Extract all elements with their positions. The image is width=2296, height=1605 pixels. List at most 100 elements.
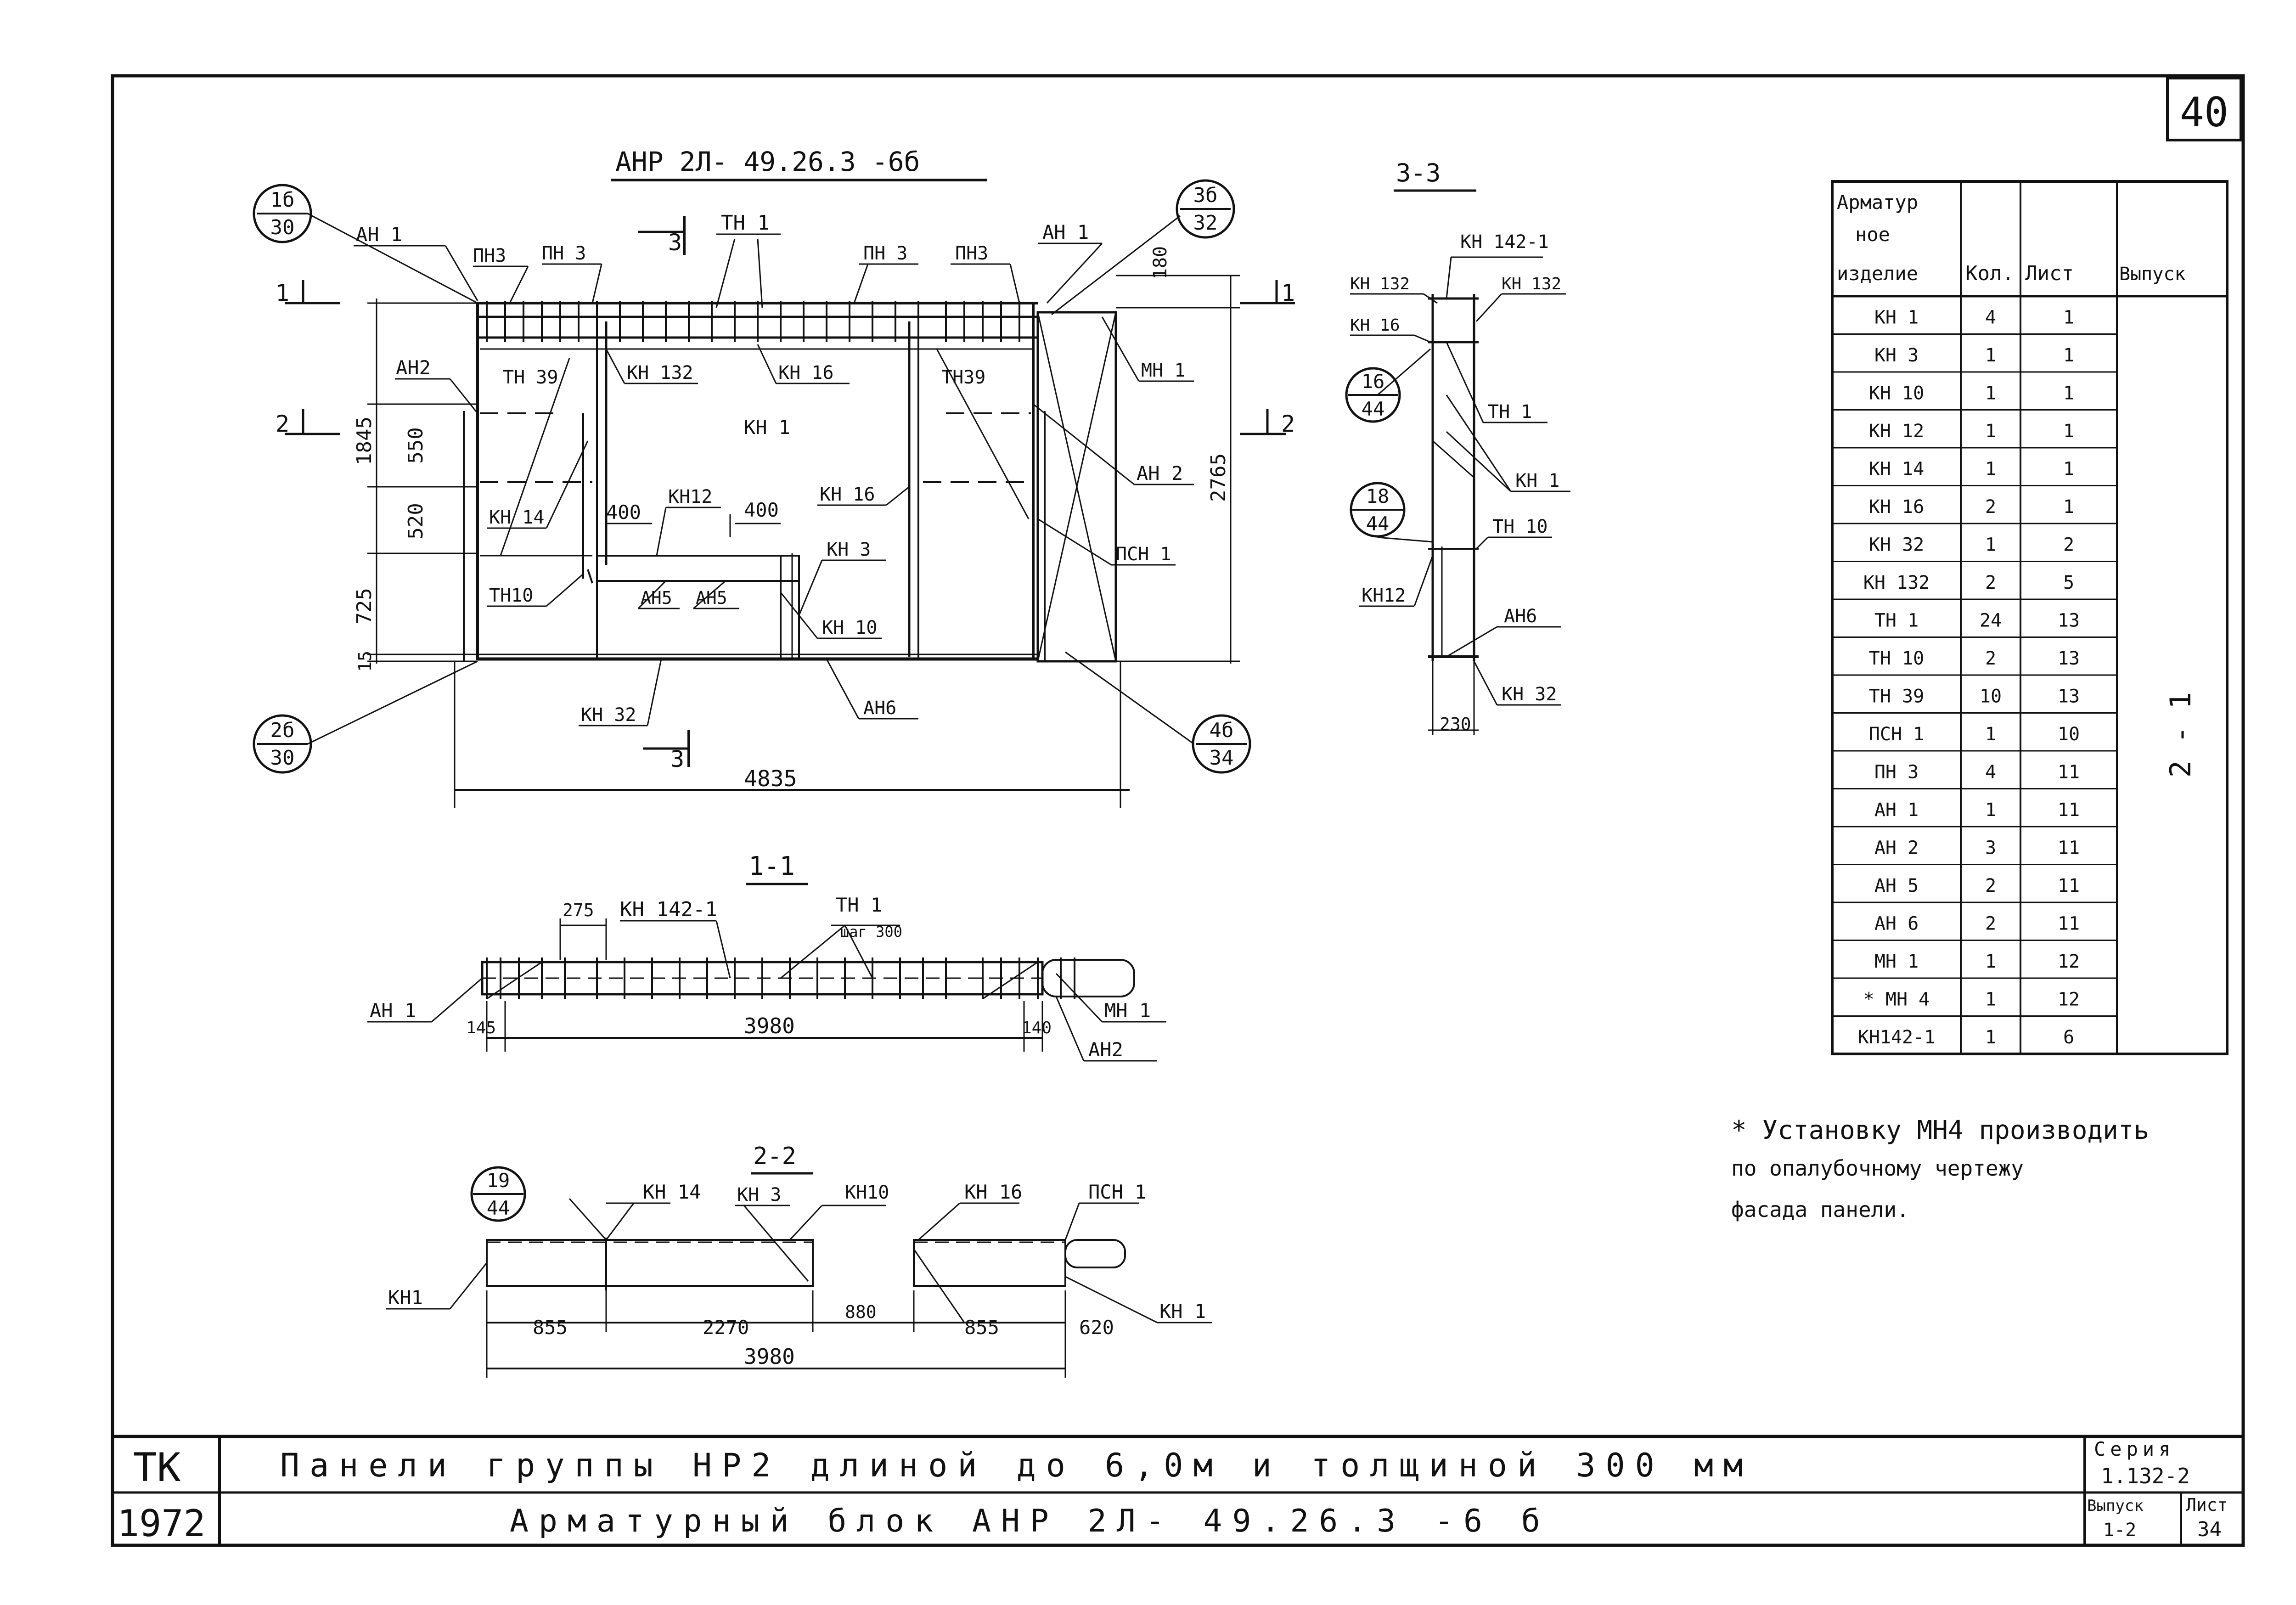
callout-1 bbox=[253, 184, 478, 304]
spec-cell-qty: 1 bbox=[1985, 1027, 1996, 1048]
spec-cell-sheet: 10 bbox=[2058, 724, 2080, 745]
spec-cell-sheet: 1 bbox=[2063, 307, 2074, 328]
label-kn32: КН 32 bbox=[581, 704, 636, 726]
spec-cell-sheet: 5 bbox=[2063, 572, 2074, 593]
s22-dim-880: 880 bbox=[845, 1302, 877, 1322]
spec-cell-item: ТН 1 bbox=[1874, 610, 1919, 631]
dim-400-b: 400 bbox=[744, 499, 779, 521]
s22-kn14: КН 14 bbox=[643, 1181, 701, 1203]
section-22-title: 2-2 bbox=[753, 1143, 796, 1170]
s22-dim-2270: 2270 bbox=[703, 1316, 749, 1339]
s22-kn3: КН 3 bbox=[737, 1184, 781, 1205]
callout-5-top: 16 bbox=[1362, 370, 1385, 393]
callout-4-top: 4б bbox=[1210, 719, 1234, 742]
spec-row: ПСН 1 1 10 bbox=[1869, 724, 2080, 745]
s22-kn1-right: КН 1 bbox=[1159, 1300, 1206, 1323]
title-year: 1972 bbox=[117, 1502, 206, 1545]
title-sheet-label: Лист bbox=[2186, 1495, 2228, 1515]
s22-kn16: КН 16 bbox=[964, 1181, 1022, 1203]
spec-cell-item: КН 16 bbox=[1869, 496, 1924, 518]
s33-kn132-right: КН 132 bbox=[1502, 275, 1561, 293]
s11-dim-145: 145 bbox=[466, 1019, 496, 1037]
s33-kn12: КН12 bbox=[1362, 585, 1406, 606]
spec-table-grid bbox=[1831, 180, 2228, 1055]
label-an5-b: АН5 bbox=[696, 588, 727, 608]
section-33-labels: КН 142-1 КН 132 КН 132 КН 16 ТН 1 КН 1 Т… bbox=[1350, 231, 1561, 734]
dim-15: 15 bbox=[355, 651, 375, 672]
spec-cell-item: ПСН 1 bbox=[1869, 724, 1924, 745]
spec-cell-item: ПН 3 bbox=[1874, 761, 1919, 783]
spec-cell-item: КН 3 bbox=[1874, 345, 1919, 366]
s11-dim-3980: 3980 bbox=[744, 1014, 795, 1038]
spec-cell-qty: 4 bbox=[1985, 761, 1996, 783]
note-line-3: фасада панели. bbox=[1731, 1197, 1909, 1222]
spec-cell-qty: 1 bbox=[1985, 458, 1996, 479]
spec-cell-sheet: 6 bbox=[2063, 1027, 2074, 1048]
section-mark-3-top: 3 bbox=[668, 229, 682, 256]
callout-4 bbox=[1065, 651, 1251, 774]
spec-header-item-line2: ное bbox=[1855, 223, 1890, 246]
section-22-labels: КН 14 КН 3 КН10 КН 16 ПСН 1 КН1 КН 1 855… bbox=[388, 1181, 1206, 1369]
spec-cell-qty: 1 bbox=[1985, 421, 1996, 442]
label-pn3-3: ПН 3 bbox=[863, 243, 907, 264]
s11-mn1: МН 1 bbox=[1104, 999, 1151, 1022]
spec-cell-item: * МН 4 bbox=[1863, 989, 1930, 1010]
label-tn10: ТН10 bbox=[489, 585, 533, 606]
label-an1-left: АН 1 bbox=[356, 223, 402, 246]
callout-3-bottom: 30 bbox=[270, 746, 295, 770]
notes: * Установку МН4 производить по опалубочн… bbox=[1731, 1115, 2149, 1222]
label-pn3-1: ПН3 bbox=[473, 245, 506, 266]
spec-cell-qty: 1 bbox=[1985, 951, 1996, 972]
title-org: ТК bbox=[133, 1445, 181, 1491]
spec-cell-sheet: 11 bbox=[2058, 800, 2080, 821]
s33-kn132-left: КН 132 bbox=[1350, 275, 1410, 293]
label-an1-right: АН 1 bbox=[1042, 221, 1089, 243]
sheet-frame bbox=[111, 74, 2245, 1547]
spec-cell-qty: 24 bbox=[1980, 610, 2002, 631]
s11-an2: АН2 bbox=[1088, 1038, 1123, 1061]
s33-dim-230: 230 bbox=[1440, 714, 1471, 734]
label-tn1: ТН 1 bbox=[721, 211, 770, 235]
spec-header-item-line3: изделие bbox=[1837, 262, 1918, 285]
callout-4-bottom: 34 bbox=[1210, 746, 1234, 770]
label-tn39-right: ТН39 bbox=[941, 367, 985, 388]
spec-cell-qty: 1 bbox=[1985, 724, 1996, 745]
s33-tn1: ТН 1 bbox=[1488, 401, 1532, 422]
spec-cell-sheet: 12 bbox=[2058, 951, 2080, 972]
section-11-labels: 275 КН 142-1 ТН 1 шаг 300 АН 1 МН 1 АН2 … bbox=[370, 894, 1151, 1061]
label-an6: АН6 bbox=[863, 698, 896, 719]
s11-dim-140: 140 bbox=[1022, 1019, 1052, 1037]
dim-725: 725 bbox=[353, 588, 376, 624]
section-mark-1-left: 1 bbox=[276, 280, 289, 306]
dim-520: 520 bbox=[404, 503, 428, 539]
label-kn132: КН 132 bbox=[627, 362, 693, 383]
spec-cell-item: КН142-1 bbox=[1858, 1027, 1936, 1048]
callout-7-bottom: 44 bbox=[487, 1197, 510, 1219]
spec-cell-qty: 1 bbox=[1985, 800, 1996, 821]
spec-cell-qty: 1 bbox=[1985, 345, 1996, 366]
callout-2 bbox=[1051, 179, 1235, 315]
dim-400-a: 400 bbox=[606, 501, 641, 524]
title-issue-value: 1-2 bbox=[2103, 1520, 2136, 1541]
label-mn1: МН 1 bbox=[1141, 360, 1185, 381]
spec-issue-value: 2 - 1 bbox=[2164, 692, 2197, 778]
s22-kn1-left: КН1 bbox=[388, 1286, 423, 1309]
s22-dim-3980: 3980 bbox=[744, 1344, 795, 1369]
label-psn1: ПСН 1 bbox=[1116, 544, 1171, 565]
s33-kn1: КН 1 bbox=[1515, 470, 1559, 491]
spec-cell-item: АН 6 bbox=[1874, 913, 1919, 934]
callout-1-top: 1б bbox=[270, 188, 295, 212]
spec-cell-item: КН 1 bbox=[1874, 307, 1919, 328]
s33-kn16: КН 16 bbox=[1350, 316, 1400, 335]
label-an2-left: АН2 bbox=[396, 356, 431, 379]
spec-cell-item: АН 5 bbox=[1874, 875, 1919, 896]
spec-cell-qty: 10 bbox=[1980, 686, 2002, 707]
s11-kn142: КН 142-1 bbox=[620, 898, 717, 921]
label-kn1: КН 1 bbox=[744, 416, 790, 439]
